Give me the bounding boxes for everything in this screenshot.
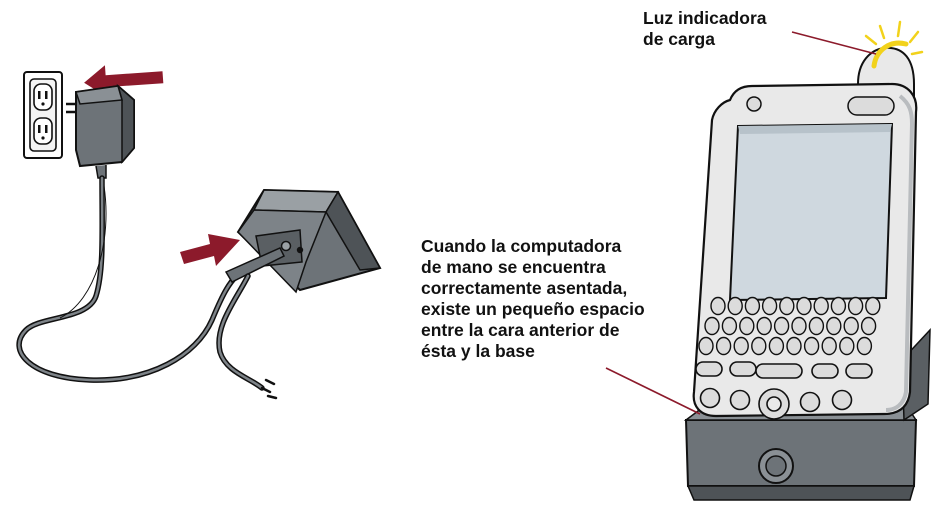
seating-note-line: ésta y la base	[421, 341, 535, 361]
keyboard-key	[768, 336, 785, 356]
keyboard-key	[843, 316, 859, 336]
keyboard-key	[715, 336, 732, 356]
cable-connector	[216, 247, 286, 400]
keyboard-key	[856, 336, 873, 356]
handheld-device-icon	[692, 46, 918, 418]
keyboard-key	[710, 296, 726, 316]
keyboard-key	[826, 316, 842, 336]
keyboard-key	[791, 316, 807, 336]
power-cord	[16, 175, 249, 383]
keyboard-key	[756, 316, 772, 336]
seating-note-line: entre la cara anterior de	[421, 320, 620, 340]
seating-leader	[605, 367, 701, 415]
charge-light-glow	[864, 20, 924, 69]
cradle-icon	[236, 188, 382, 294]
keyboard-key	[727, 296, 743, 316]
charge-light-leader	[791, 31, 877, 55]
keyboard-key	[796, 296, 812, 316]
keyboard-key	[808, 316, 825, 336]
keyboard-key	[704, 316, 720, 336]
keyboard-key	[821, 336, 837, 356]
device-keyboard	[698, 296, 881, 356]
seating-note-line: existe un pequeño espacio	[421, 299, 645, 319]
charge-light-label: Luz indicadora de carga	[643, 8, 766, 50]
keyboard-key	[739, 316, 755, 336]
keyboard-key	[698, 336, 714, 356]
keyboard-key	[744, 296, 761, 316]
charge-light-label-line: de carga	[643, 29, 715, 49]
keyboard-key	[786, 336, 802, 356]
keyboard-key	[761, 296, 778, 316]
keyboard-key	[773, 316, 790, 336]
keyboard-key	[721, 316, 738, 336]
charge-light-label-line: Luz indicadora	[643, 8, 767, 28]
keyboard-key	[865, 296, 881, 316]
seating-note-line: correctamente asentada,	[421, 278, 628, 298]
device-nav-buttons	[695, 361, 873, 420]
keyboard-key	[733, 336, 749, 356]
keyboard-key	[830, 296, 847, 316]
keyboard-key	[813, 296, 829, 316]
seating-note-label: Cuando la computadora de mano se encuent…	[421, 236, 645, 362]
seating-note-line: Cuando la computadora	[421, 236, 622, 256]
keyboard-key	[751, 336, 767, 356]
keyboard-key	[839, 336, 855, 356]
arrow-icon	[180, 234, 240, 266]
keyboard-key	[860, 316, 877, 336]
power-adapter-icon	[66, 83, 135, 179]
seating-note-line: de mano se encuentra	[421, 257, 606, 277]
wall-outlet-icon	[23, 71, 63, 159]
keyboard-key	[847, 296, 864, 316]
keyboard-key	[779, 296, 795, 316]
keyboard-key	[803, 336, 820, 356]
